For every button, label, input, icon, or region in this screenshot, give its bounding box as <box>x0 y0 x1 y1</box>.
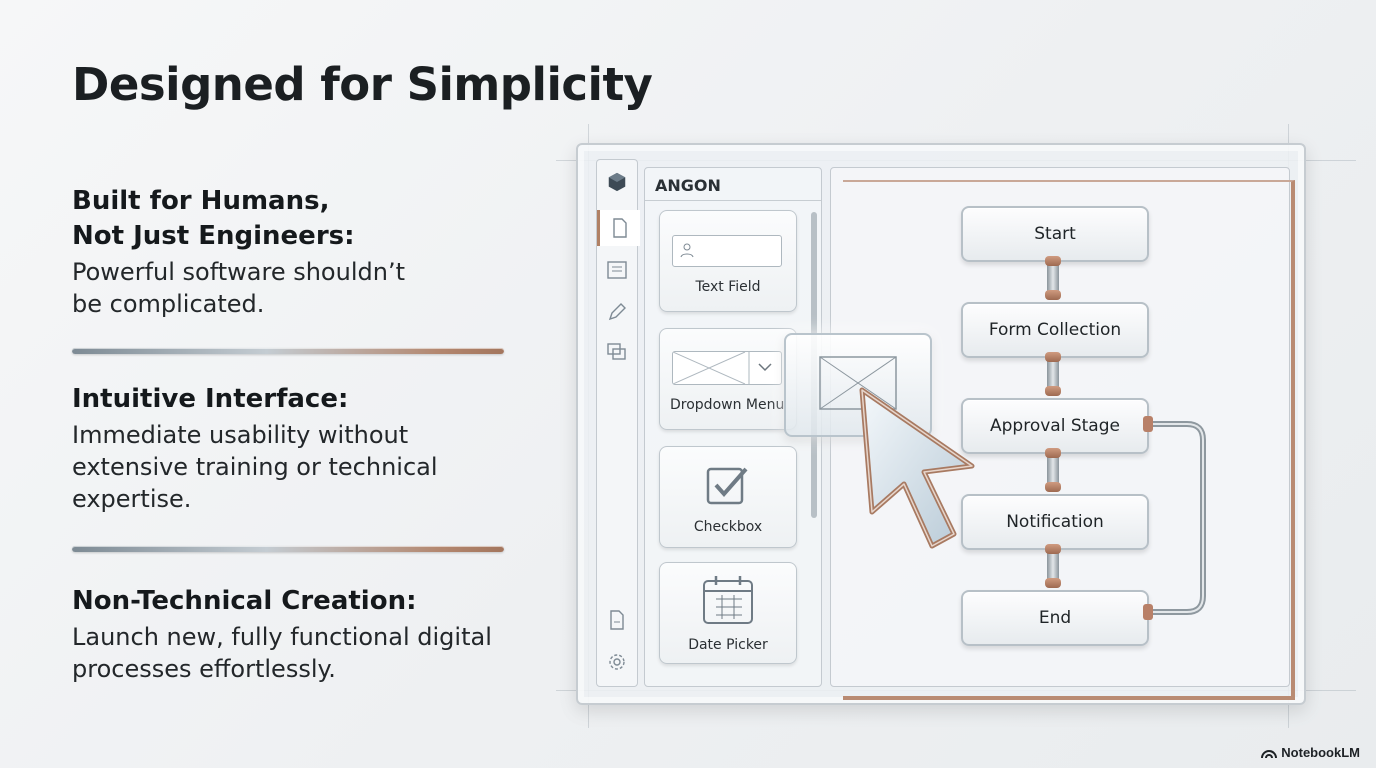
component-label: Date Picker <box>688 637 768 653</box>
component-label: Dropdown Menu <box>670 397 785 413</box>
app-mockup: ANGON Text Field Dropdown Menu Checkbox … <box>576 143 1306 705</box>
slide-title: Designed for Simplicity <box>72 58 653 111</box>
section-built-for-humans: Built for Humans, Not Just Engineers: Po… <box>72 184 532 320</box>
app-brand-name: ANGON <box>655 176 721 195</box>
body-line-3: expertise. <box>72 485 192 513</box>
body-line-2: extensive training or technical <box>72 453 438 481</box>
text-field-icon <box>672 235 782 267</box>
section-heading: Intuitive Interface: <box>72 384 349 414</box>
section-intuitive-interface: Intuitive Interface: Immediate usability… <box>72 382 532 515</box>
image-placeholder-icon <box>819 356 897 410</box>
body-line-1: Launch new, fully functional digital <box>72 623 492 651</box>
workflow-node-start[interactable]: Start <box>961 206 1149 262</box>
workflow-node-notification[interactable]: Notification <box>961 494 1149 550</box>
cube-logo-icon <box>597 164 637 200</box>
section-heading: Built for Humans, Not Just Engineers: <box>72 184 532 254</box>
notebooklm-logo-icon <box>1261 749 1278 758</box>
component-checkbox[interactable]: Checkbox <box>659 446 797 548</box>
document-icon[interactable] <box>597 210 640 246</box>
body-line-1: Immediate usability without <box>72 421 409 449</box>
edit-icon[interactable] <box>597 294 637 330</box>
divider-1 <box>72 348 504 354</box>
heading-line-1: Built for Humans, <box>72 186 330 216</box>
body-line-2: be complicated. <box>72 290 265 318</box>
component-label: Text Field <box>695 279 761 295</box>
section-body: Powerful software shouldn’t be complicat… <box>72 256 532 320</box>
component-date-picker[interactable]: Date Picker <box>659 562 797 664</box>
chat-icon[interactable] <box>597 334 637 370</box>
connector <box>1045 352 1061 396</box>
body-line-2: processes effortlessly. <box>72 655 336 683</box>
icon-rail <box>596 159 640 687</box>
file-icon[interactable] <box>597 602 637 638</box>
component-text-field[interactable]: Text Field <box>659 210 797 312</box>
dropdown-icon <box>672 351 782 385</box>
connector <box>1045 448 1061 492</box>
section-heading: Non-Technical Creation: <box>72 586 417 616</box>
calendar-icon <box>703 576 753 624</box>
workflow-node-approval-stage[interactable]: Approval Stage <box>961 398 1149 454</box>
body-line-1: Powerful software shouldn’t <box>72 258 405 286</box>
component-dropdown-menu[interactable]: Dropdown Menu <box>659 328 797 430</box>
loop-connector <box>1143 416 1206 620</box>
cursor-arrow-icon <box>859 387 975 549</box>
notebooklm-brand: NotebookLM <box>1261 745 1360 760</box>
connector <box>1045 256 1061 300</box>
list-icon[interactable] <box>597 252 637 288</box>
section-non-technical-creation: Non-Technical Creation: Launch new, full… <box>72 584 532 685</box>
section-body: Immediate usability without extensive tr… <box>72 419 532 515</box>
checkbox-icon <box>706 467 748 505</box>
section-body: Launch new, fully functional digital pro… <box>72 621 532 685</box>
workflow-node-end[interactable]: End <box>961 590 1149 646</box>
divider-2 <box>72 546 504 552</box>
workflow-node-form-collection[interactable]: Form Collection <box>961 302 1149 358</box>
dragged-component-preview[interactable] <box>784 333 932 437</box>
brand-label: NotebookLM <box>1281 745 1360 760</box>
component-label: Checkbox <box>693 519 763 535</box>
connector <box>1045 544 1061 588</box>
palette-divider <box>645 200 821 201</box>
gear-icon[interactable] <box>597 644 637 680</box>
heading-line-2: Not Just Engineers: <box>72 221 355 251</box>
